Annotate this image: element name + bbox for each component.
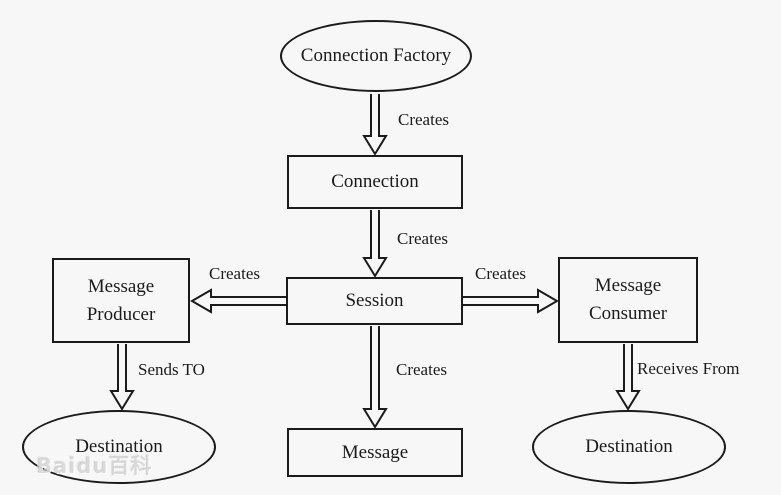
edge-label-message-creates: Creates: [396, 360, 447, 379]
arrow-session-to-producer-icon: [190, 288, 287, 314]
edge-label-receives-from: Receives From: [637, 359, 740, 378]
node-message-producer-label: Message Producer: [86, 275, 156, 325]
node-connection: Connection: [287, 155, 463, 209]
node-session: Session: [286, 277, 463, 325]
arrow-session-to-consumer-icon: [462, 288, 559, 314]
arrow-consumer-to-destination-icon: [615, 344, 641, 411]
node-connection-factory: Connection Factory: [280, 20, 472, 92]
node-message-producer: Message Producer: [52, 258, 190, 343]
node-destination-right-label: Destination: [585, 436, 673, 458]
edge-label-connection-creates: Creates: [397, 229, 448, 248]
node-connection-factory-label: Connection Factory: [300, 45, 452, 67]
node-destination-left: Destination: [22, 410, 216, 484]
edge-label-factory-creates: Creates: [398, 110, 449, 129]
arrow-connection-to-session-icon: [362, 210, 388, 278]
node-destination-right: Destination: [532, 410, 726, 484]
node-message-consumer: Message Consumer: [558, 257, 698, 343]
edge-label-producer-creates: Creates: [209, 264, 260, 283]
node-message: Message: [287, 428, 463, 477]
node-message-consumer-label: Message Consumer: [588, 275, 668, 324]
arrow-factory-to-connection-icon: [362, 94, 388, 156]
arrow-producer-to-destination-icon: [109, 344, 135, 411]
node-message-label: Message: [341, 441, 409, 463]
edge-label-consumer-creates: Creates: [475, 264, 526, 283]
edge-label-sends-to: Sends TO: [138, 360, 205, 379]
node-destination-left-label: Destination: [75, 436, 163, 458]
node-connection-label: Connection: [331, 171, 419, 193]
node-session-label: Session: [345, 290, 404, 312]
arrow-session-to-message-icon: [362, 326, 388, 429]
